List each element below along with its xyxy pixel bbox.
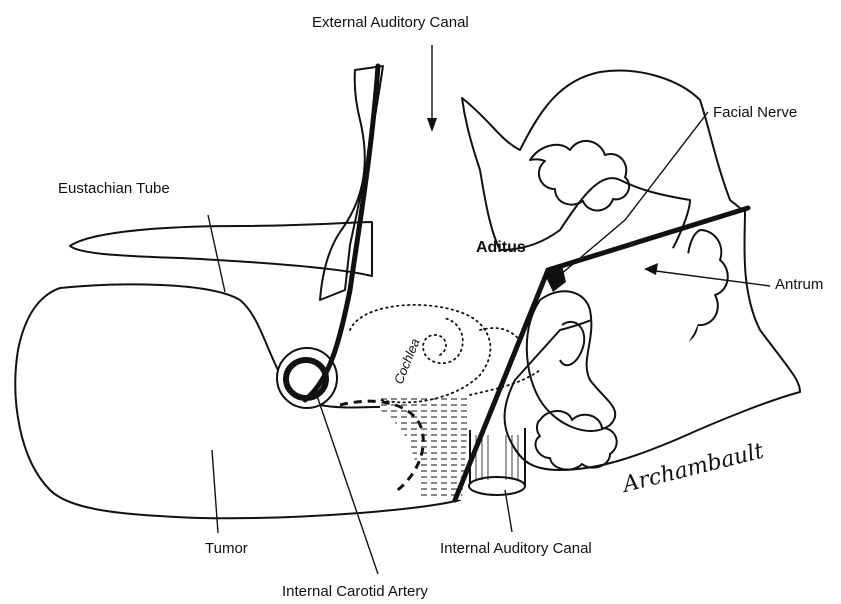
petrous-region: [380, 395, 470, 500]
label-external-auditory-canal: External Auditory Canal: [312, 14, 469, 31]
cochlea-outline: [350, 305, 490, 403]
tumor-leader: [212, 450, 218, 533]
label-internal-auditory-canal: Internal Auditory Canal: [440, 540, 592, 557]
antrum-cavity: [588, 245, 704, 371]
label-eustachian-tube: Eustachian Tube: [58, 180, 170, 197]
cochlea-spiral: [423, 318, 463, 363]
label-internal-carotid-artery: Internal Carotid Artery: [282, 583, 428, 600]
label-facial-nerve: Facial Nerve: [713, 104, 797, 121]
carotid-leader: [315, 390, 378, 574]
air-cells-upper: [530, 141, 629, 211]
external-canal-arrowhead: [427, 118, 437, 132]
label-aditus: Aditus: [476, 239, 526, 256]
internal-auditory-canal-shading: [476, 435, 518, 480]
label-cochlea: Cochlea: [391, 336, 423, 386]
label-antrum: Antrum: [775, 276, 823, 293]
artist-signature: Archambault: [618, 439, 766, 499]
eustachian-tube-shape: [70, 222, 372, 276]
air-cells-lower: [535, 411, 616, 470]
cochlea-duct-dotted: [470, 328, 540, 395]
label-tumor: Tumor: [205, 540, 248, 557]
internal-canal-leader: [505, 490, 512, 532]
internal-auditory-canal-opening: [469, 477, 525, 495]
